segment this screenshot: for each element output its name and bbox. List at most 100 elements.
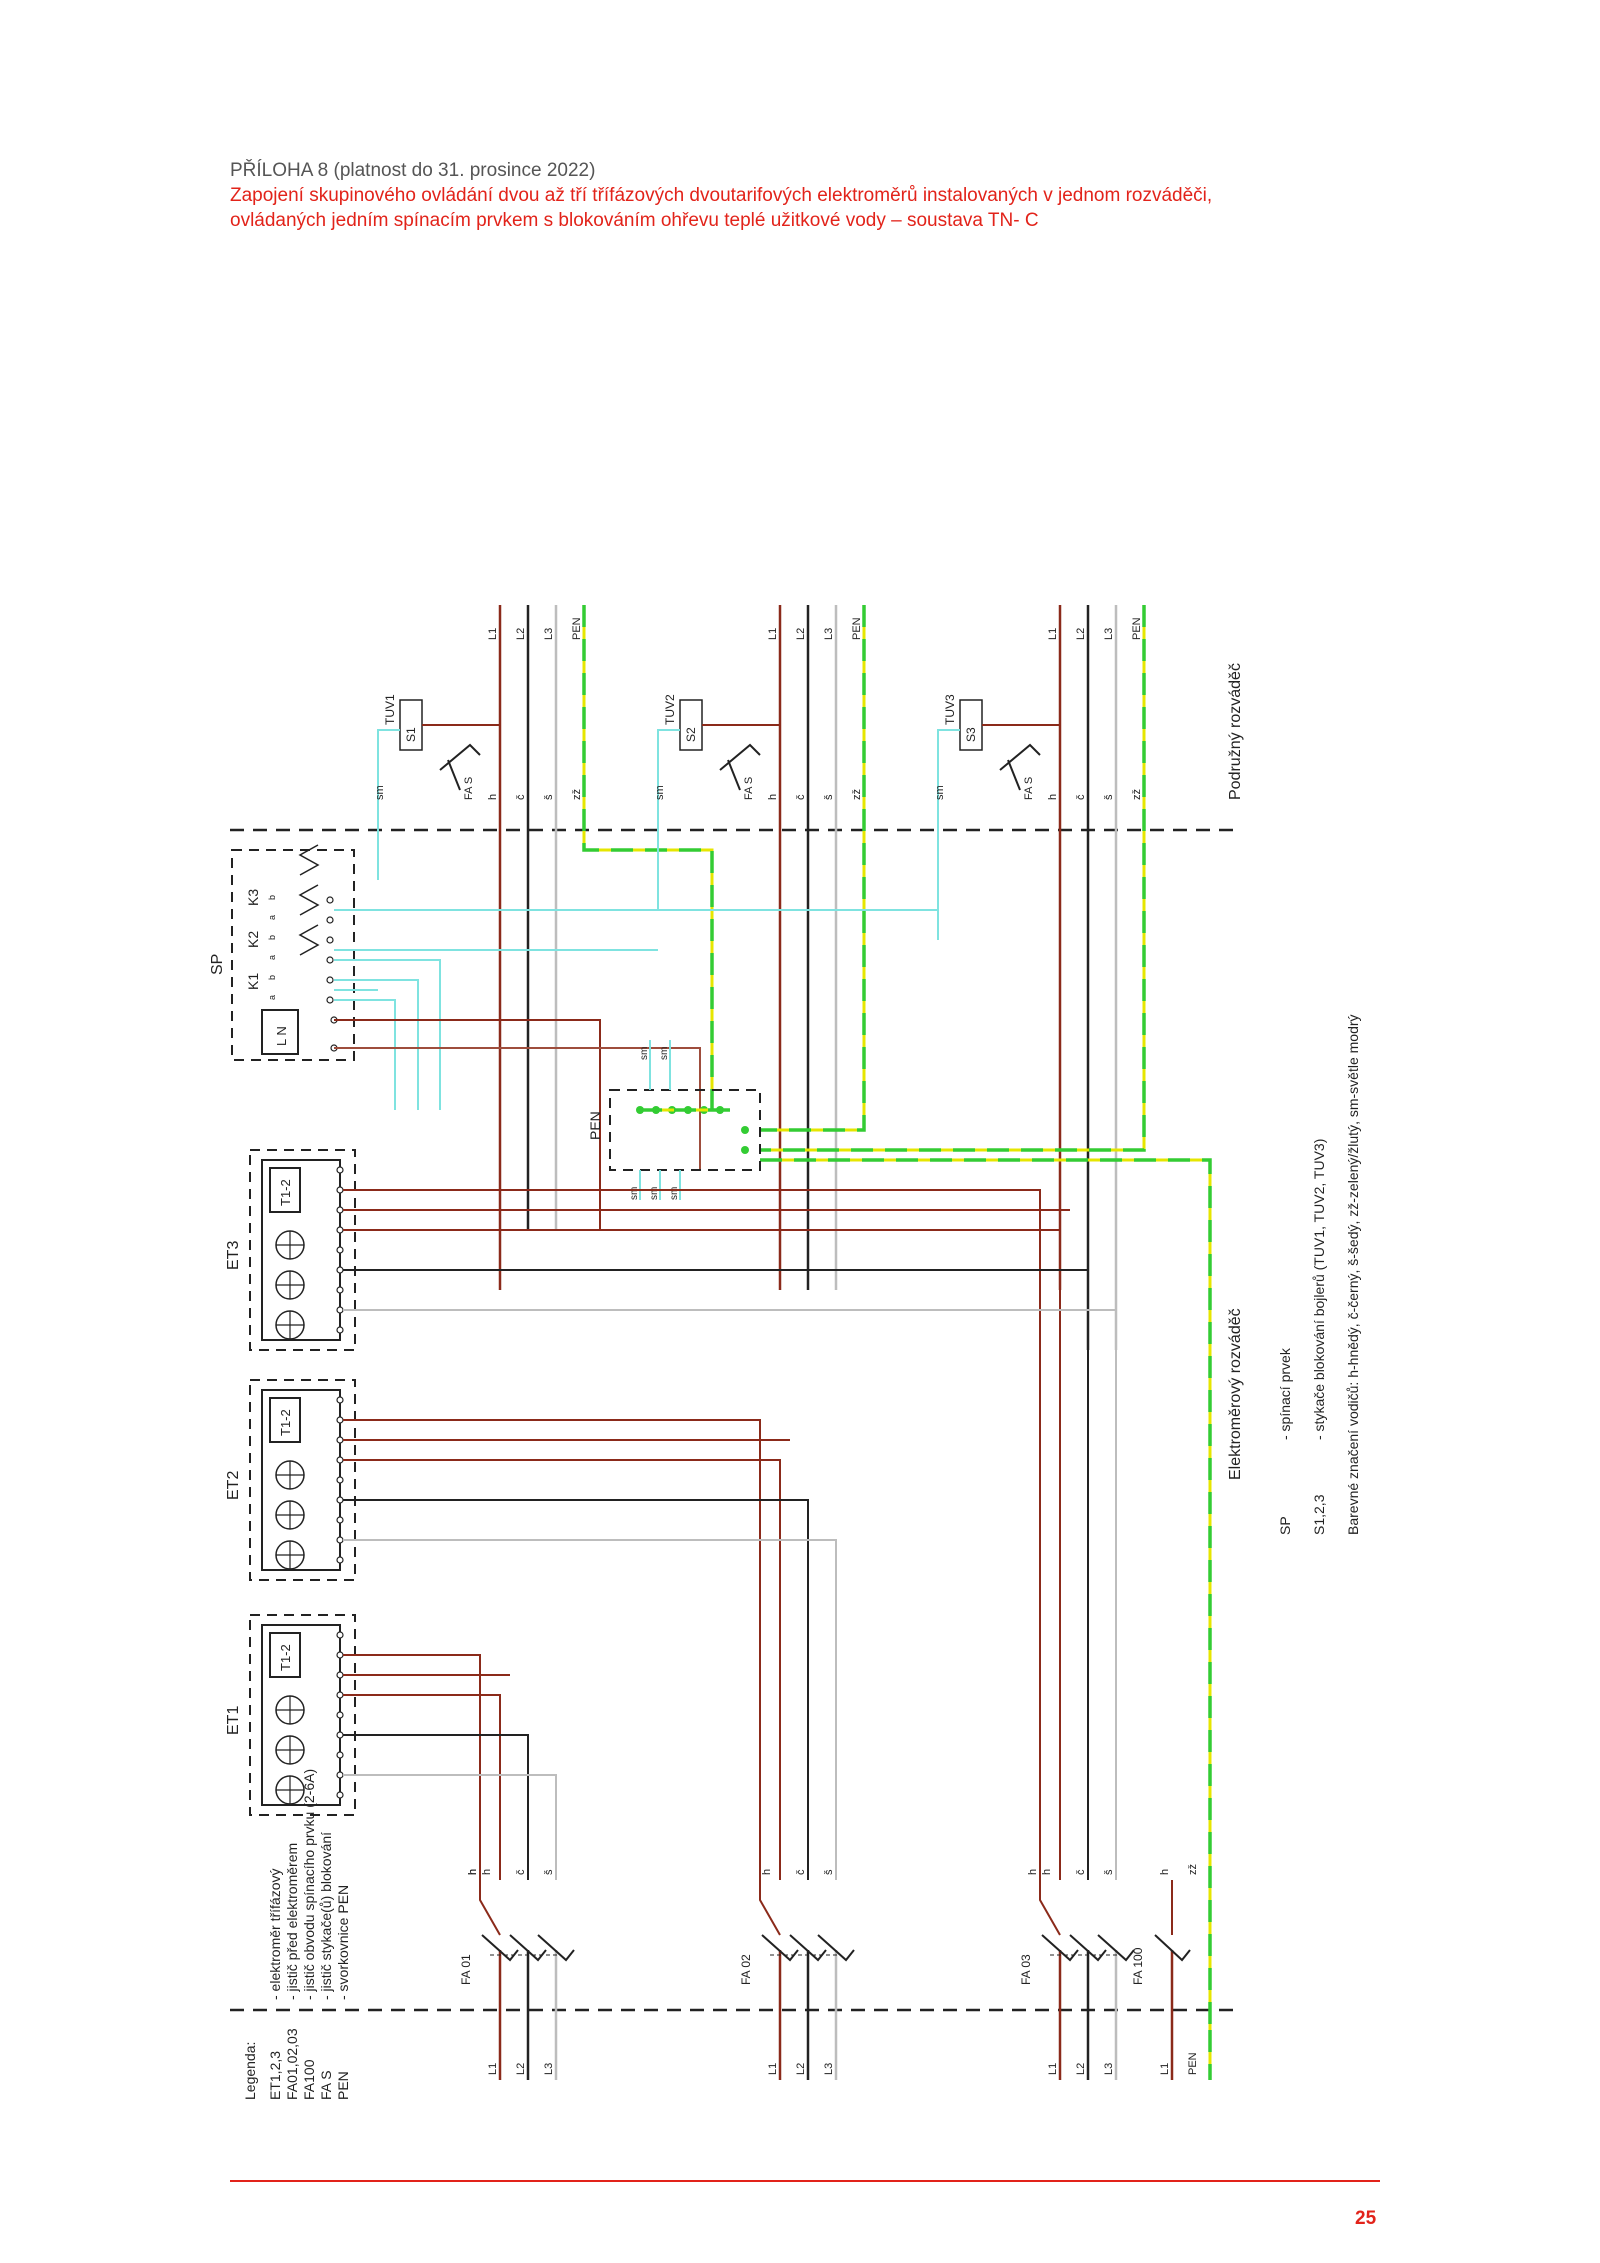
sub-wire-label: zž xyxy=(1131,789,1143,800)
bus-label-top: L2 xyxy=(515,628,527,640)
breaker-3 xyxy=(1069,1934,1107,1962)
bus-label-top: L1 xyxy=(767,628,779,640)
meter-wire-label: č xyxy=(1075,1869,1087,1875)
meter-terminal xyxy=(336,1246,344,1254)
breaker-3 xyxy=(1041,1934,1079,1962)
bus-label-top: L1 xyxy=(487,628,499,640)
tariff-block xyxy=(269,1397,301,1443)
contactor-label: S1 xyxy=(404,727,418,742)
meter-terminal xyxy=(336,1731,344,1739)
breaker-1 xyxy=(537,1934,575,1962)
meter-feed xyxy=(479,1880,501,1936)
sm-label: sm xyxy=(934,785,946,800)
meter-wire xyxy=(343,1654,481,1880)
meter-terminal xyxy=(336,1711,344,1719)
bus-label-top: L3 xyxy=(823,628,835,640)
sp-relay-contact xyxy=(298,844,320,876)
meter-label: ET1 xyxy=(225,1706,242,1735)
sp-supply-brown xyxy=(334,1019,601,1230)
control-wire-3 xyxy=(937,729,960,940)
meter-terminal xyxy=(336,1326,344,1334)
sp-contact-label: b xyxy=(267,935,277,940)
sp-terminal xyxy=(326,896,334,904)
sm-label: sm xyxy=(669,1187,680,1200)
bus-label-bottom: L3 xyxy=(823,2063,835,2075)
breaker-3 xyxy=(1097,1934,1135,1962)
page-number: 25 xyxy=(1355,2208,1377,2229)
meter-terminal xyxy=(336,1671,344,1679)
meter-wire-label: č xyxy=(795,1869,807,1875)
bus-label-bottom: L2 xyxy=(515,2063,527,2075)
tariff-block xyxy=(269,1167,301,1213)
bus-label-bottom: L1 xyxy=(1159,2063,1171,2075)
pen-terminal-box xyxy=(609,1089,761,1171)
sp-supply-neutral xyxy=(334,1047,701,1170)
meter-terminal xyxy=(336,1476,344,1484)
meter-terminal xyxy=(336,1226,344,1234)
meter-terminal xyxy=(336,1436,344,1444)
sp-contactor-label: K2 xyxy=(245,931,261,948)
meter-terminal xyxy=(336,1496,344,1504)
sp-ln-label: L N xyxy=(274,1026,289,1046)
bus-label-bottom: L1 xyxy=(487,2063,499,2075)
bus-label-bottom: PEN xyxy=(1187,2052,1199,2075)
meter-terminal xyxy=(336,1286,344,1294)
breaker-1 xyxy=(481,1934,519,1962)
meter-wire-label: h xyxy=(1027,1869,1039,1875)
tuv-label: TUV1 xyxy=(383,694,397,725)
sp-contactor-label: K3 xyxy=(245,889,261,906)
meter-wire-label: č xyxy=(515,1869,527,1875)
meter-wire-label: h xyxy=(761,1869,773,1875)
control-wire-2 xyxy=(657,729,680,910)
tariff-label: T1-2 xyxy=(278,1644,293,1671)
header-annex-title: PŘÍLOHA 8 (platnost do 31. prosince 2022… xyxy=(230,160,596,181)
legend-title: Legenda: xyxy=(242,2042,258,2100)
fas-breaker-2 xyxy=(727,759,741,791)
legend-key: PEN xyxy=(335,2071,351,2100)
tariff-label: T1-2 xyxy=(278,1179,293,1206)
sp-terminal xyxy=(326,976,334,984)
sp-input-wire xyxy=(334,999,396,1110)
meter-wire xyxy=(343,1459,781,1880)
meter-box-et3 xyxy=(249,1149,356,1351)
meter-terminal xyxy=(336,1416,344,1424)
meter-wire xyxy=(343,1774,557,1880)
legend-desc: - jistič před elektroměrem xyxy=(284,1843,300,2000)
sp-terminal xyxy=(326,936,334,944)
bus-label-top: L1 xyxy=(1047,628,1059,640)
meter-box-et2 xyxy=(249,1379,356,1581)
fas-breaker-3 xyxy=(1007,759,1021,791)
sm-label: sm xyxy=(374,785,386,800)
bus-label-bottom: L1 xyxy=(767,2063,779,2075)
bus-label-top: L3 xyxy=(543,628,555,640)
bus-label-top: L3 xyxy=(1103,628,1115,640)
legend-desc: - stykače blokování bojlerů (TUV1, TUV2,… xyxy=(1311,1139,1327,1440)
meter-terminal xyxy=(336,1166,344,1174)
meter-terminal xyxy=(336,1691,344,1699)
meter-wire xyxy=(343,1499,809,1880)
meter-wire xyxy=(343,1269,1089,1880)
pen-to-bottom xyxy=(760,1158,1212,2030)
meter-wire-label: h xyxy=(1041,1869,1053,1875)
breaker-2 xyxy=(761,1934,799,1962)
meter-terminal xyxy=(336,1206,344,1214)
sub-wire-label: zž xyxy=(571,789,583,800)
sub-wire-label: h xyxy=(767,794,779,800)
sub-wire-label: h xyxy=(1047,794,1059,800)
bus-label-top: PEN xyxy=(1131,617,1143,640)
meter-terminal xyxy=(336,1771,344,1779)
meter-box-et1 xyxy=(249,1614,356,1816)
sub-wire-label: š xyxy=(1103,794,1115,800)
fas-label: FA S xyxy=(1023,777,1035,800)
meter-feed xyxy=(1039,1880,1061,1936)
legend-desc: - spínací prvek xyxy=(1277,1347,1293,1440)
fas-label: FA S xyxy=(463,777,475,800)
sub-wire-label: č xyxy=(515,794,527,800)
meter-terminal xyxy=(336,1396,344,1404)
sp-terminal xyxy=(326,916,334,924)
sm-label: sm xyxy=(629,1187,640,1200)
sp-contact-label: b xyxy=(267,975,277,980)
sp-contact-label: a xyxy=(267,955,277,960)
header-description-line2: ovládaných jedním spínacím prvkem s blok… xyxy=(230,210,1039,231)
sub-board-label: Podružný rozváděč xyxy=(1227,663,1244,800)
